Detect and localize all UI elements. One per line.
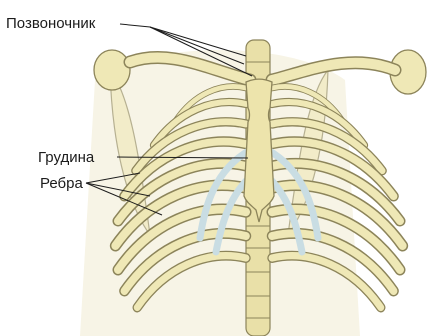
label-sternum: Грудина [38, 150, 94, 165]
label-spine: Позвоночник [6, 16, 95, 31]
sternum [244, 79, 274, 222]
humerus-head-left [94, 50, 130, 90]
label-ribs: Ребра [40, 176, 83, 191]
